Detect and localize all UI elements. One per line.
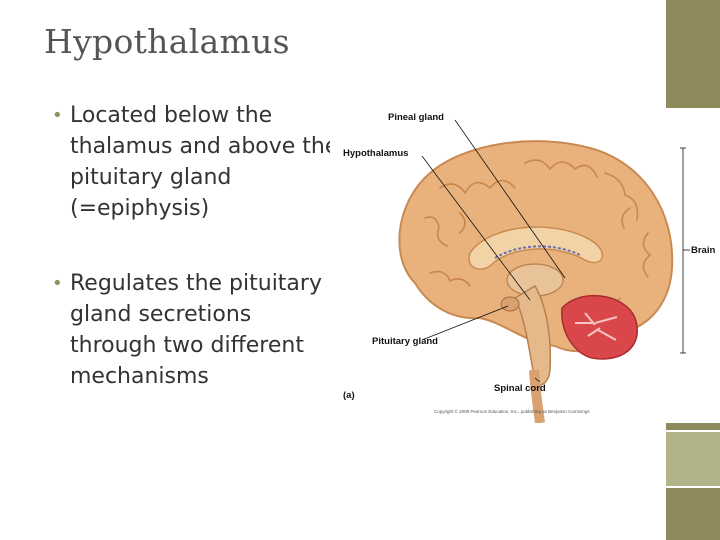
label-panel: (a) bbox=[343, 390, 355, 401]
bullet-item: • Located below the thalamus and above t… bbox=[50, 100, 340, 224]
label-hypothalamus: Hypothalamus bbox=[343, 148, 408, 159]
bullet-text: Regulates the pituitary gland secretions… bbox=[70, 271, 322, 389]
arbor-vitae bbox=[575, 312, 618, 341]
copyright-text: Copyright © 2008 Pearson Education, Inc.… bbox=[434, 408, 590, 414]
slide-title: Hypothalamus bbox=[44, 22, 290, 61]
accent-bar-bottom bbox=[666, 488, 720, 540]
bullet-marker: • bbox=[52, 273, 63, 294]
brain-figure: Pineal gland Hypothalamus Brain Pituitar… bbox=[330, 108, 720, 424]
pituitary bbox=[500, 296, 520, 312]
brain-diagram: Pineal gland Hypothalamus Brain Pituitar… bbox=[343, 112, 715, 424]
bullet-marker: • bbox=[52, 105, 63, 126]
label-pineal: Pineal gland bbox=[388, 112, 444, 123]
leader-lines bbox=[421, 119, 690, 383]
bullet-list: • Located below the thalamus and above t… bbox=[50, 100, 340, 436]
gyri bbox=[424, 159, 652, 319]
brainstem bbox=[514, 284, 552, 386]
label-pituitary: Pituitary gland bbox=[372, 336, 438, 347]
accent-bar-mid bbox=[666, 422, 720, 430]
bullet-item: • Regulates the pituitary gland secretio… bbox=[50, 268, 340, 392]
corpus-callosum bbox=[468, 226, 604, 270]
spinal-cord bbox=[529, 369, 545, 424]
accent-bar-light bbox=[666, 432, 720, 486]
label-spinal-cord: Spinal cord bbox=[494, 383, 546, 394]
label-brain: Brain bbox=[691, 245, 715, 256]
accent-bar-top bbox=[666, 0, 720, 108]
bullet-text: Located below the thalamus and above the… bbox=[70, 103, 339, 221]
